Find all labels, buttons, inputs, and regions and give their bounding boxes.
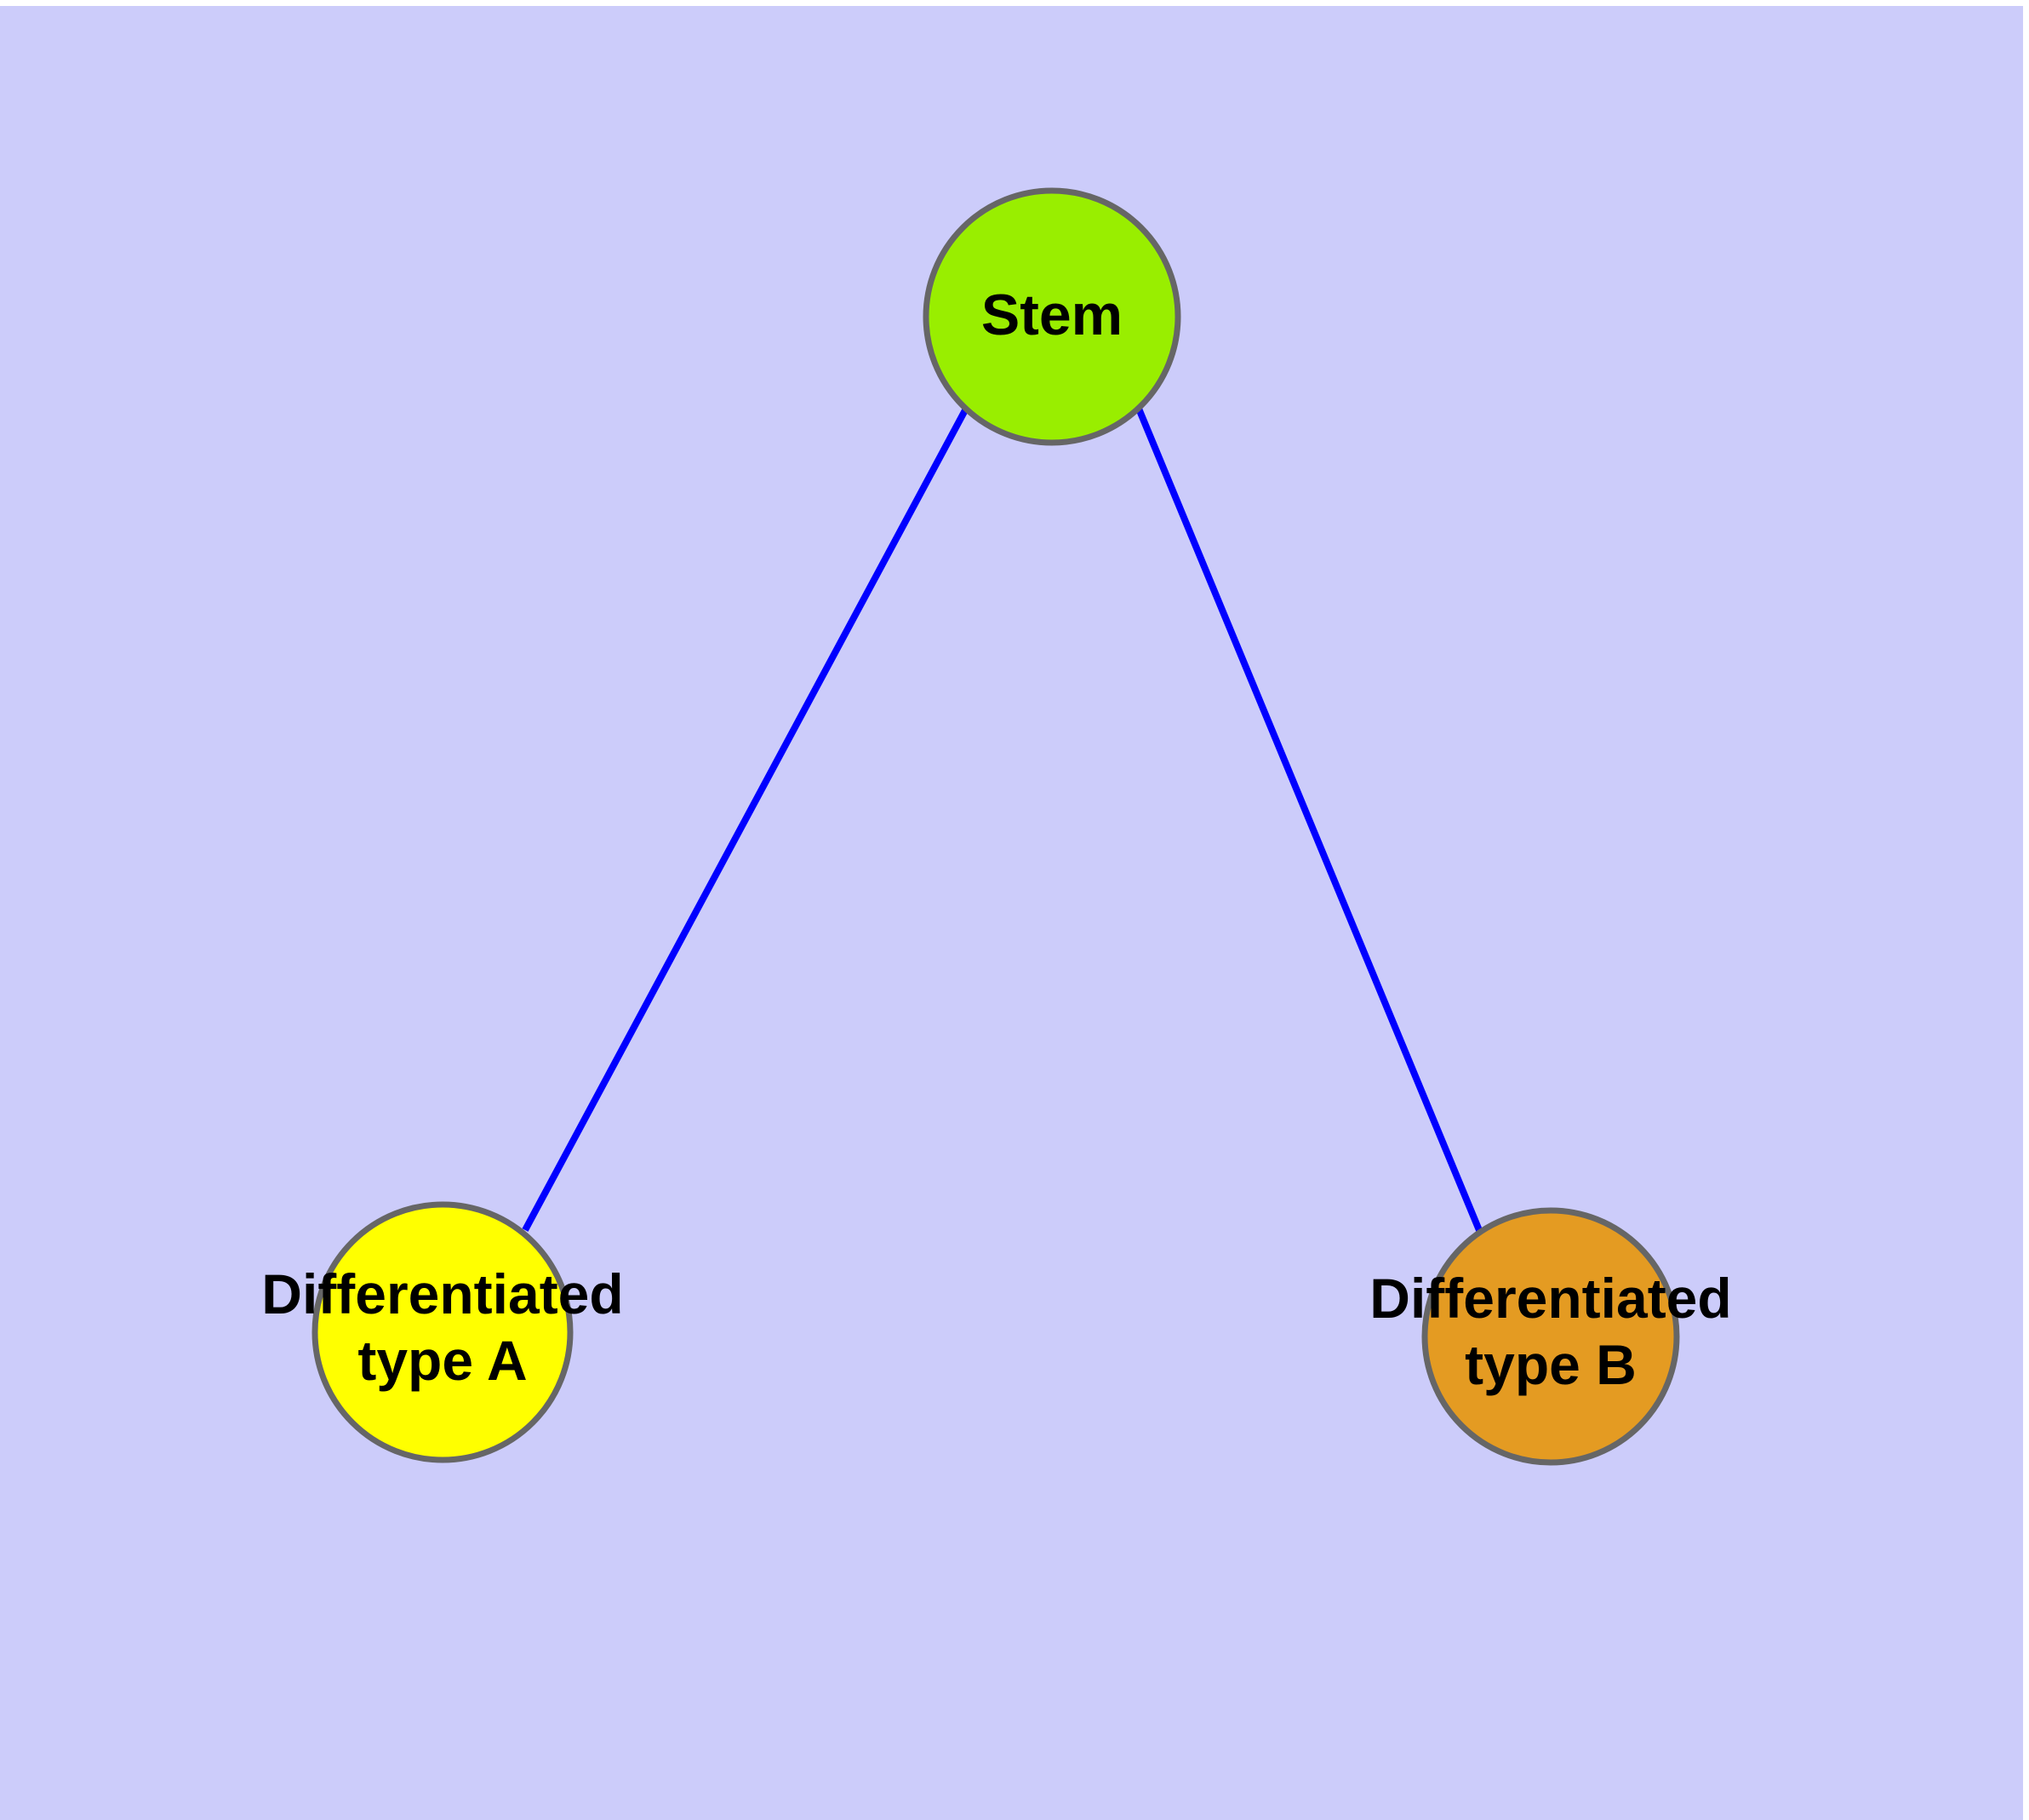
node-stem[interactable] xyxy=(923,187,1181,446)
node-differentiated-type-a[interactable] xyxy=(311,1201,574,1463)
edge-stem-to-differentiated-type-b[interactable] xyxy=(1135,407,1484,1236)
edge-layer xyxy=(522,407,1484,1236)
node-layer xyxy=(311,187,1680,1466)
edge-stem-to-differentiated-type-a[interactable] xyxy=(522,407,969,1232)
node-differentiated-type-b[interactable] xyxy=(1421,1207,1680,1466)
